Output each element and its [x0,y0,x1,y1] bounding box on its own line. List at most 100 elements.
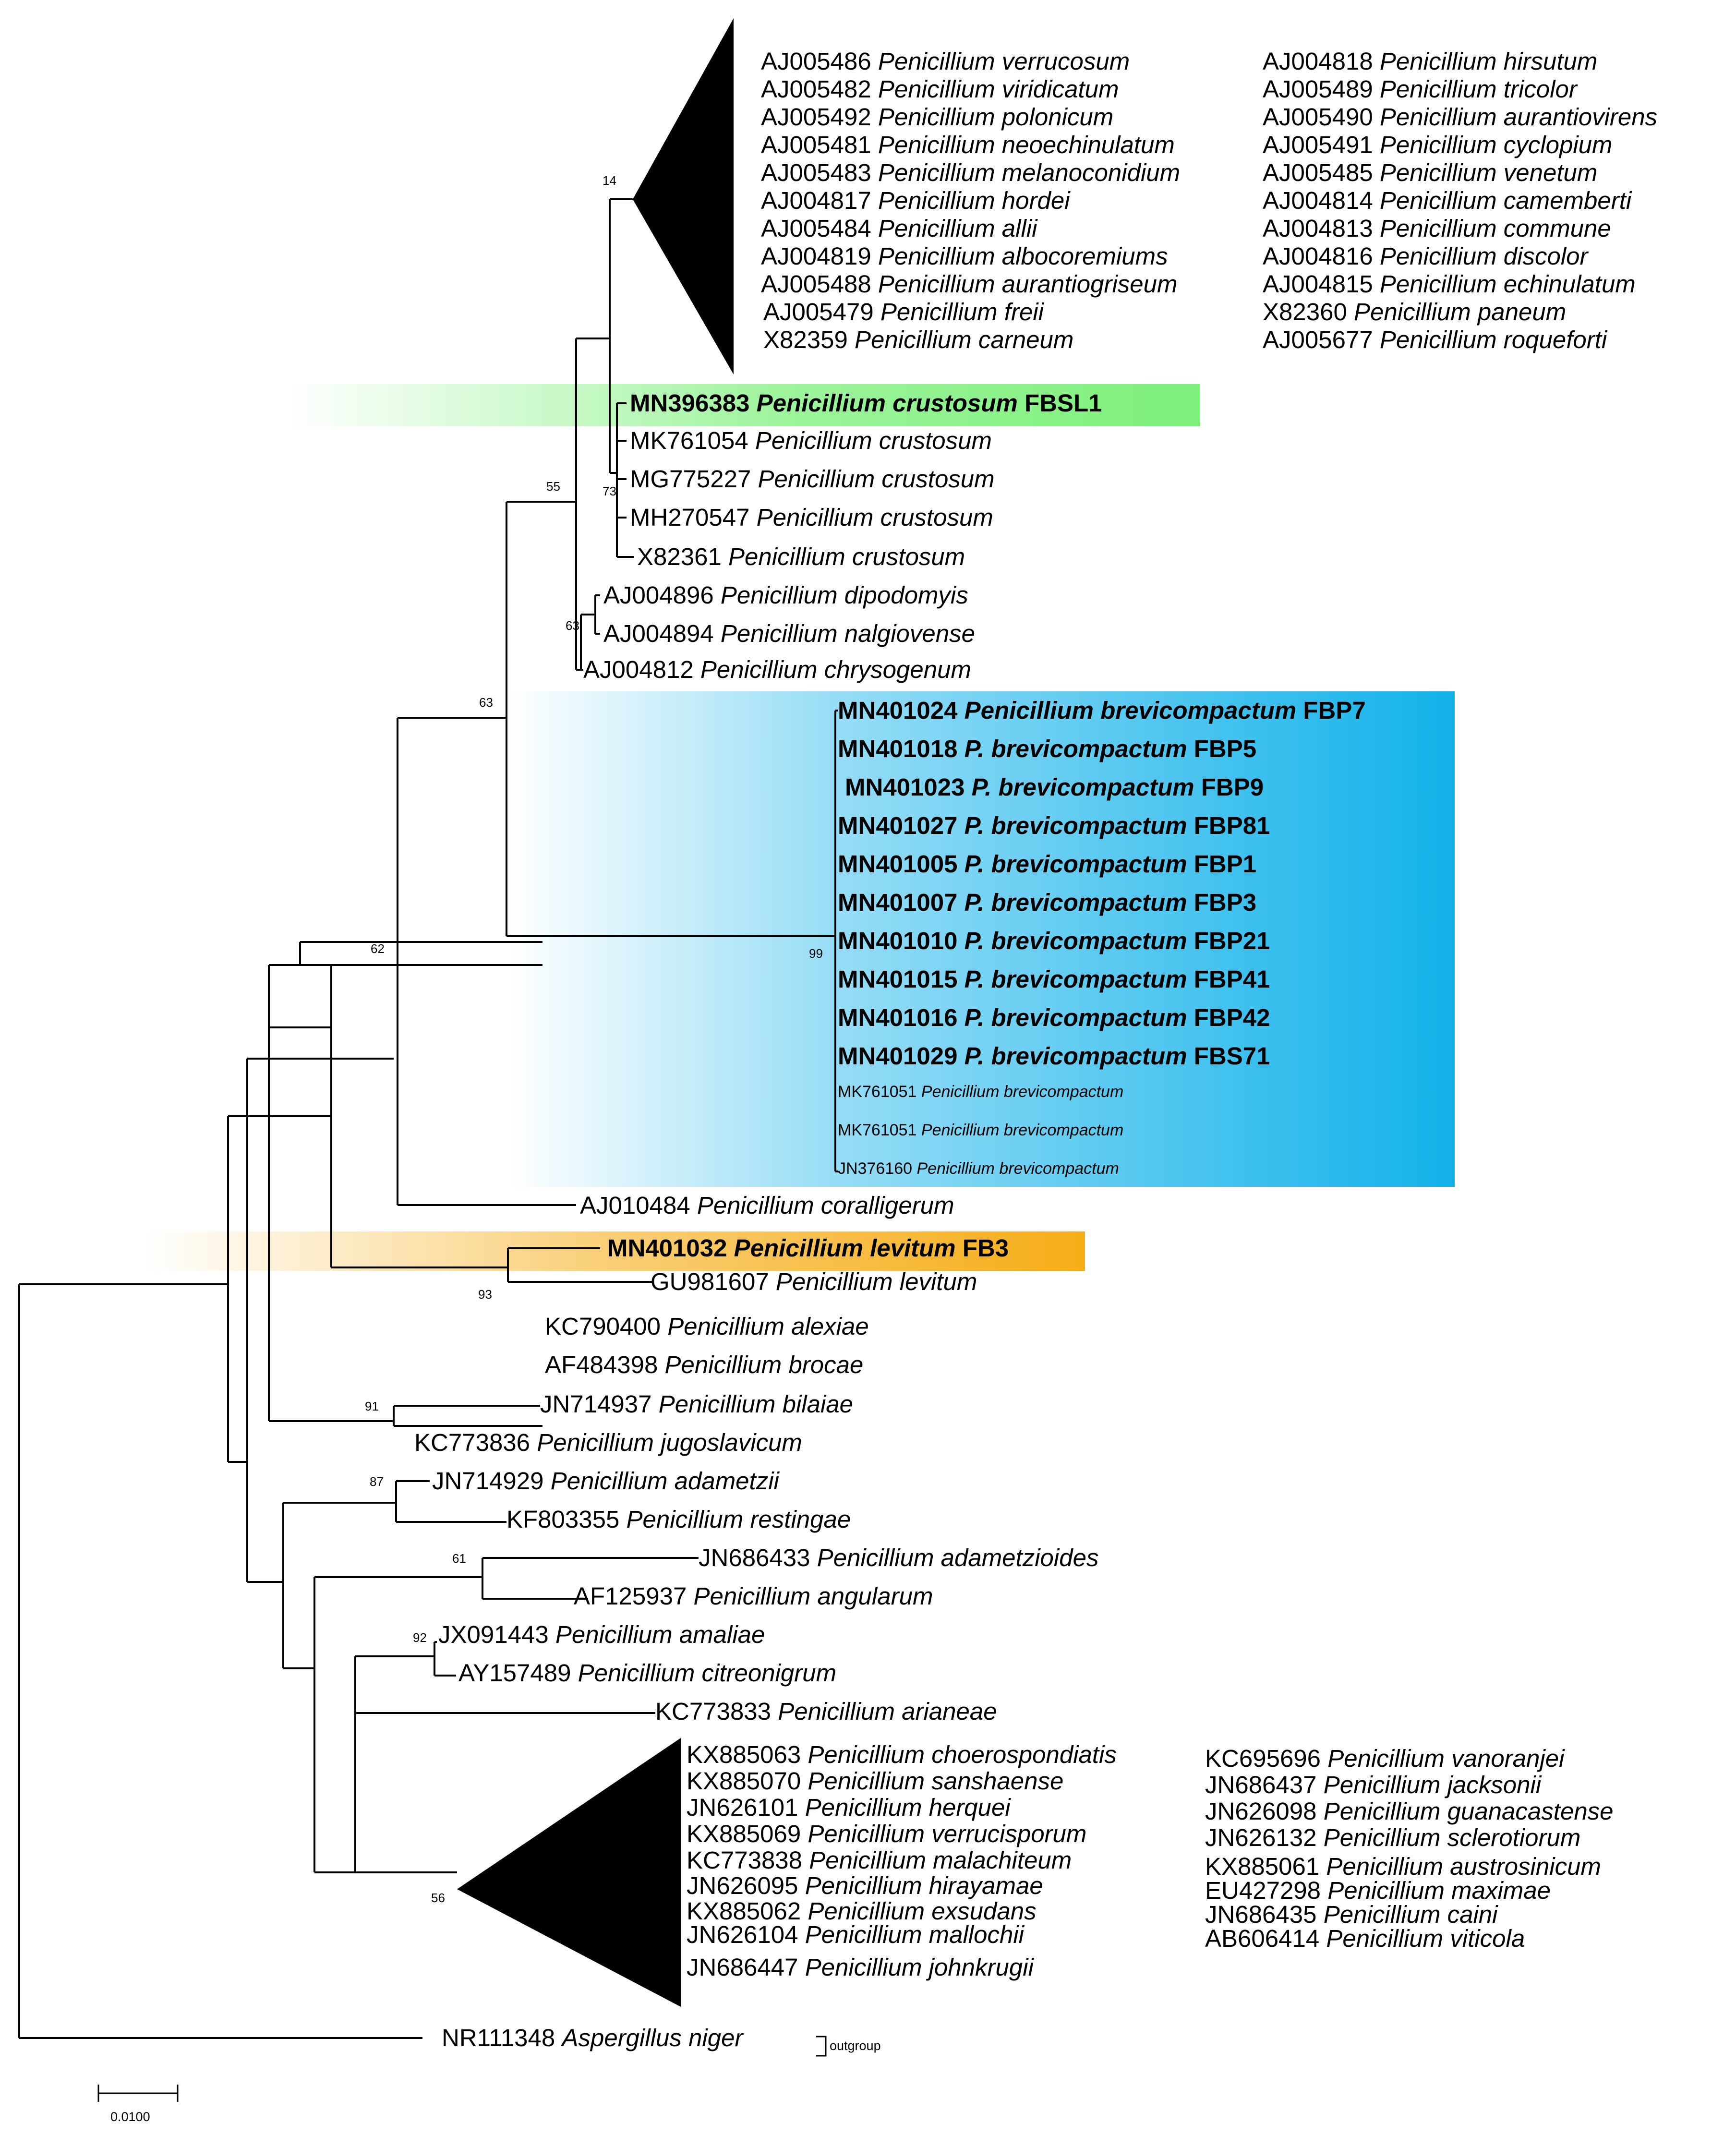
taxon-label: JN686437 Penicillium jacksonii [1205,1771,1542,1798]
taxon-label: AJ005485 Penicillium venetum [1263,159,1597,186]
bootstrap-top: 14 [603,173,616,188]
taxon-label: AJ005491 Penicillium cyclopium [1263,131,1613,158]
taxon-label: AB606414 Penicillium viticola [1205,1925,1525,1952]
taxon-label: AJ004817 Penicillium hordei [761,187,1071,214]
bootstrap-chrysogenum: 63 [566,618,579,633]
taxon-label: JN626132 Penicillium sclerotiorum [1205,1824,1580,1851]
taxon-label: KF803355 Penicillium restingae [506,1506,851,1533]
taxon-label: AJ004815 Penicillium echinulatum [1263,270,1636,298]
taxon-label: KC695696 Penicillium vanoranjei [1205,1745,1565,1772]
bootstrap-brevicompactum: 99 [809,946,823,961]
taxon-label: KX885069 Penicillium verrucisporum [687,1820,1086,1847]
levitum-highlight-band [144,1231,1085,1271]
taxon-label: KC773836 Penicillium jugoslavicum [414,1429,802,1456]
highlight-taxon-brevicompactum: MN401005 P. brevicompactum FBP1 [838,850,1256,878]
highlight-taxon-levitum: MN401032 Penicillium levitum FB3 [607,1234,1009,1262]
outgroup-taxon: NR111348 Aspergillus niger [442,2024,744,2051]
taxon-label: AY157489 Penicillium citreonigrum [458,1659,836,1687]
taxon-label: JN686435 Penicillium caini [1205,1901,1498,1928]
taxon-label: AJ004818 Penicillium hirsutum [1263,48,1597,75]
taxon-label: AJ005490 Penicillium aurantiovirens [1263,103,1657,131]
bootstrap-adametzii: 87 [370,1474,384,1489]
taxon-label: AJ004819 Penicillium albocoremiums [761,242,1168,270]
taxon-label: AJ004816 Penicillium discolor [1263,242,1589,270]
taxon-label: AJ005482 Penicillium viridicatum [761,75,1119,103]
bootstrap-levitum: 93 [478,1287,492,1302]
taxon-label: AJ004896 Penicillium dipodomyis [603,581,968,609]
brevicompactum-highlight-band [509,691,1455,1187]
taxon-label: JN714937 Penicillium bilaiae [540,1390,853,1418]
taxon-label: AJ005486 Penicillium verrucosum [761,48,1130,75]
taxon-label: AJ004813 Penicillium commune [1263,215,1611,242]
taxon-label: AJ005484 Penicillium allii [761,215,1038,242]
tree-branches [18,198,838,2039]
taxon-label: JX091443 Penicillium amaliae [438,1621,765,1648]
taxon-label: AJ004812 Penicillium chrysogenum [583,656,971,683]
taxon-label: AJ005481 Penicillium neoechinulatum [761,131,1175,158]
bottom-collapsed-clade [457,1738,681,2007]
taxon-label: KC790400 Penicillium alexiae [545,1313,869,1340]
taxon-label: AJ005489 Penicillium tricolor [1263,75,1578,103]
taxon-label: MH270547 Penicillium crustosum [630,504,993,531]
outgroup-bracket [816,2036,827,2057]
brevicompactum-clade-labels: MN401024 Penicillium brevicompactum FBP7… [838,697,1366,1178]
taxon-label: JN626098 Penicillium guanacastense [1205,1797,1614,1825]
bootstrap-bottom: 56 [431,1891,445,1905]
highlight-taxon-brevicompactum: MN401016 P. brevicompactum FBP42 [838,1004,1270,1031]
taxon-label: EU427298 Penicillium maximae [1205,1877,1551,1904]
taxon-label: AJ004814 Penicillium camemberti [1263,187,1632,214]
highlight-taxon-brevicompactum: MN401015 P. brevicompactum FBP41 [838,965,1270,993]
bootstrap-crustosum: 73 [603,484,616,498]
taxon-label: JN686447 Penicillium johnkrugii [687,1954,1035,1981]
taxon-label: X82359 Penicillium carneum [763,326,1073,353]
taxon-label: AJ004894 Penicillium nalgiovense [603,620,975,647]
taxon-label: X82361 Penicillium crustosum [637,543,965,570]
taxon-label: MK761054 Penicillium crustosum [630,427,992,454]
bootstrap-upper: 55 [546,479,560,494]
taxon-label: AJ010484 Penicillium coralligerum [580,1192,954,1219]
scale-bar [97,2085,179,2102]
bootstrap-adametzioides: 61 [452,1551,466,1566]
top-collapsed-clade [633,18,734,374]
scale-bar-label: 0.0100 [110,2110,150,2124]
highlight-taxon-brevicompactum: MN401029 P. brevicompactum FBS71 [838,1042,1270,1070]
taxon-label: KX885062 Penicillium exsudans [687,1897,1037,1925]
taxon-label: GU981607 Penicillium levitum [651,1268,977,1295]
highlight-taxon-brevicompactum: MN401018 P. brevicompactum FBP5 [838,735,1256,762]
taxon-label: JN714929 Penicillium adametzii [432,1467,780,1495]
taxon-label: KX885061 Penicillium austrosinicum [1205,1853,1601,1880]
bootstrap-amaliae: 92 [413,1630,427,1645]
crustosum-highlight-band [283,384,1200,426]
bottom-clade-labels: KX885063 Penicillium choerospondiatis KX… [687,1741,1614,1981]
bootstrap-bilaiae: 91 [365,1399,379,1413]
taxon-label: AF484398 Penicillium brocae [545,1351,863,1378]
taxon-label: MG775227 Penicillium crustosum [630,465,995,493]
taxon-label: MK761051 Penicillium brevicompactum [838,1083,1123,1101]
taxon-label: JN376160 Penicillium brevicompactum [838,1159,1119,1178]
taxon-label: AJ005492 Penicillium polonicum [761,103,1113,131]
taxon-label: JN626104 Penicillium mallochii [687,1921,1025,1948]
taxon-label: KC773833 Penicillium arianeae [655,1698,997,1725]
highlight-taxon-brevicompactum: MN401010 P. brevicompactum FBP21 [838,927,1270,954]
taxon-label: AJ005488 Penicillium aurantiogriseum [761,270,1177,298]
taxon-label: JN686433 Penicillium adametzioides [699,1544,1098,1571]
taxon-label: JN626101 Penicillium herquei [687,1794,1011,1821]
bootstrap-major: 63 [479,695,493,710]
taxon-label: JN626095 Penicillium hirayamae [687,1872,1043,1899]
taxon-label: KX885063 Penicillium choerospondiatis [687,1741,1117,1768]
bootstrap-node62: 62 [371,941,385,956]
highlight-taxon-brevicompactum: MN401007 P. brevicompactum FBP3 [838,889,1256,916]
taxon-label: AJ005483 Penicillium melanoconidium [761,159,1180,186]
taxon-label: X82360 Penicillium paneum [1263,298,1566,326]
top-clade-labels: AJ005486 Penicillium verrucosum AJ005482… [761,48,1657,353]
highlight-taxon-brevicompactum: MN401024 Penicillium brevicompactum FBP7 [838,697,1366,724]
taxon-label: KX885070 Penicillium sanshaense [687,1767,1063,1795]
outgroup-label: outgroup [830,2038,881,2053]
highlight-taxon-brevicompactum: MN401027 P. brevicompactum FBP81 [838,812,1270,839]
taxon-label: AF125937 Penicillium angularum [574,1582,933,1610]
highlight-taxon-crustosum: MN396383 Penicillium crustosum FBSL1 [630,389,1102,417]
taxon-label: AJ005479 Penicillium freii [763,298,1045,326]
taxon-label: KC773838 Penicillium malachiteum [687,1846,1072,1874]
taxon-label: AJ005677 Penicillium roqueforti [1263,326,1608,353]
